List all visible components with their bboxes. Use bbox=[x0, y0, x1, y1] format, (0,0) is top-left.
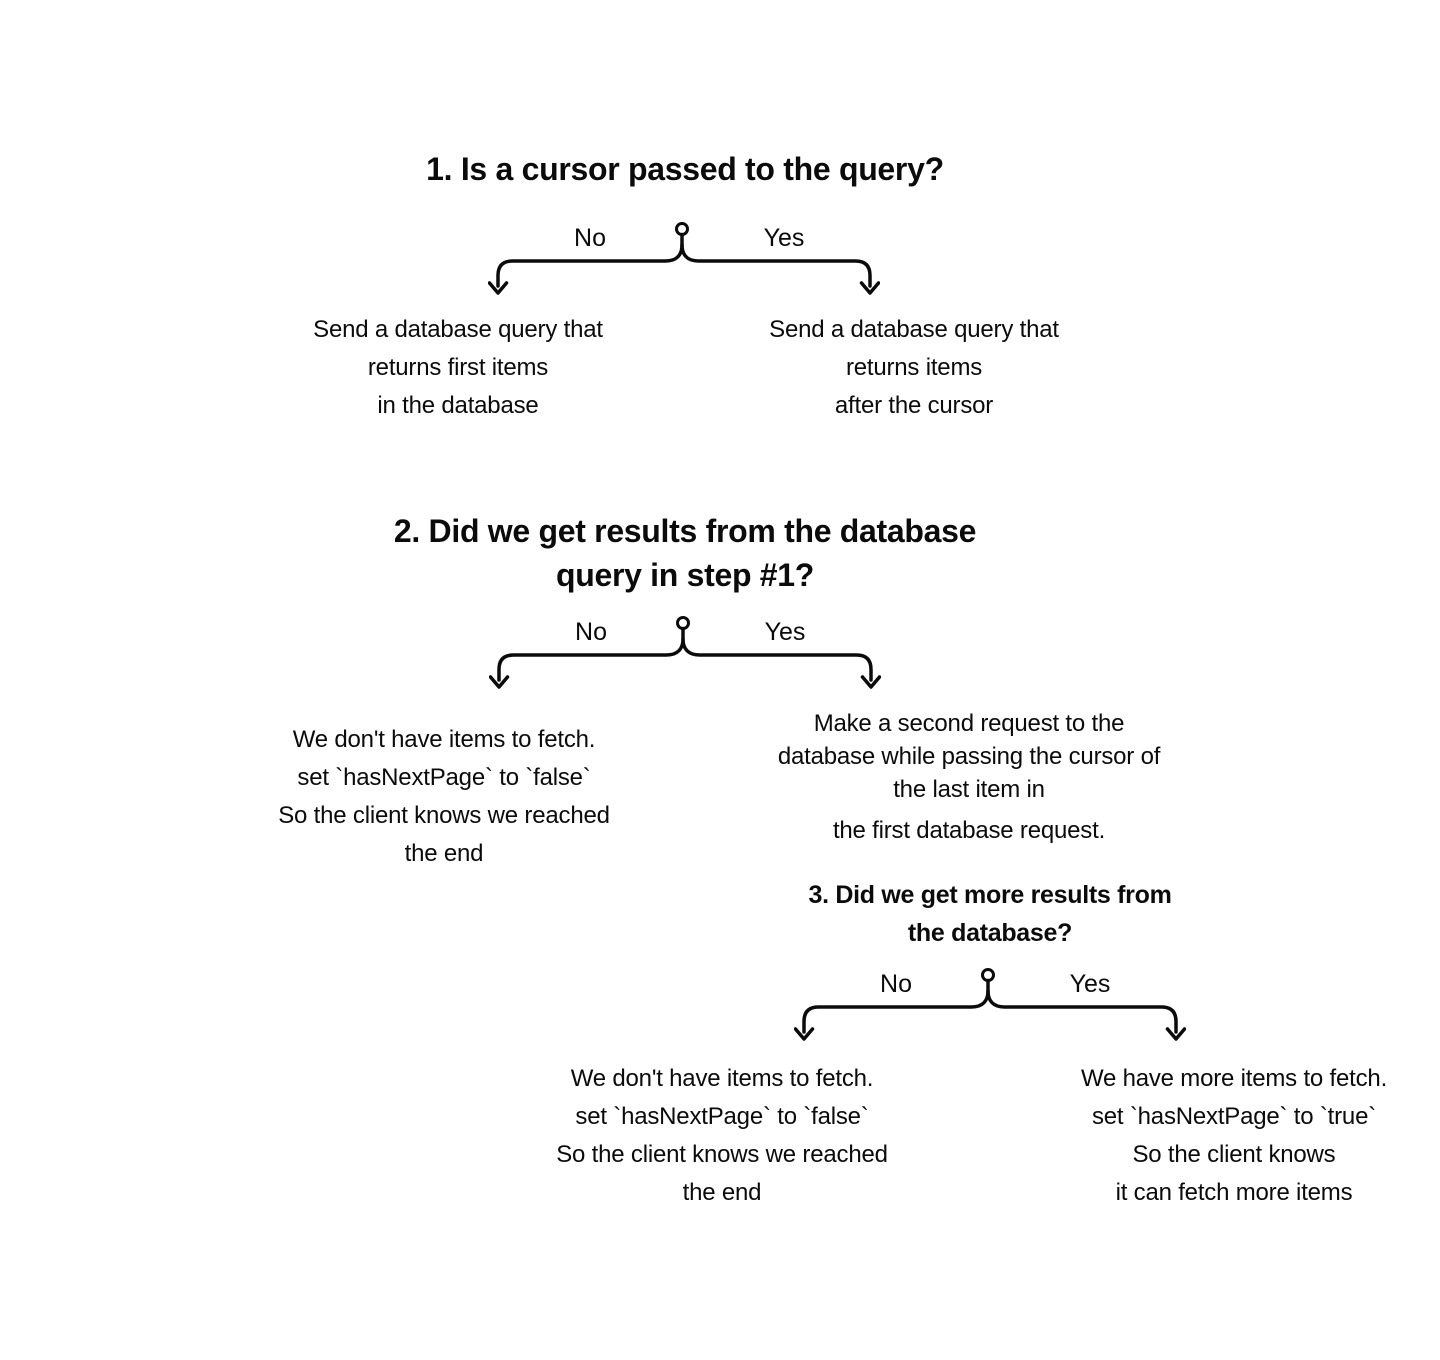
decision-branch-arrows-icon bbox=[488, 222, 880, 295]
yes-arrow-line bbox=[681, 637, 873, 682]
question-line: 1. Is a cursor passed to the query? bbox=[426, 151, 944, 187]
outcome-line: So the client knows bbox=[1132, 1141, 1336, 1168]
outcome-line: the end bbox=[682, 1179, 762, 1206]
outcome-line: So the client knows we reached bbox=[556, 1141, 888, 1168]
step-1-decision-branch: No Yes bbox=[488, 218, 880, 302]
outcome-line: database while passing the cursor of bbox=[777, 743, 1161, 770]
question-line: 2. Did we get results from the database bbox=[393, 513, 977, 549]
outcome-line: the end bbox=[404, 840, 484, 867]
step-3-decision-branch: No Yes bbox=[794, 964, 1186, 1048]
yes-arrow-line bbox=[680, 243, 872, 288]
outcome-line: it can fetch more items bbox=[1115, 1179, 1353, 1206]
outcome-line: set `hasNextPage` to `true` bbox=[1091, 1103, 1377, 1130]
step-2-decision-branch: No Yes bbox=[489, 612, 881, 696]
outcome-line: We don't have items to fetch. bbox=[570, 1065, 874, 1092]
step-3-no-outcome: We don't have items to fetch. set `hasNe… bbox=[462, 1060, 982, 1212]
outcome-line: Make a second request to the bbox=[813, 710, 1125, 737]
outcome-line: Send a database query that bbox=[313, 316, 603, 343]
yes-arrowhead bbox=[860, 675, 881, 689]
outcome-line: after the cursor bbox=[834, 392, 994, 419]
question-line: query in step #1? bbox=[555, 557, 815, 593]
outcome-line: We don't have items to fetch. bbox=[292, 726, 596, 753]
outcome-line: So the client knows we reached bbox=[278, 802, 610, 829]
yes-arrow-line bbox=[986, 989, 1178, 1034]
yes-arrowhead bbox=[1165, 1027, 1186, 1041]
yes-arrowhead bbox=[859, 281, 880, 295]
step-2-question: 2. Did we get results from the database … bbox=[185, 509, 1185, 597]
no-label: No bbox=[575, 618, 607, 646]
outcome-line: the first database request. bbox=[832, 817, 1106, 844]
no-arrowhead bbox=[489, 675, 510, 689]
outcome-line: set `hasNextPage` to `false` bbox=[297, 764, 591, 791]
outcome-line: set `hasNextPage` to `false` bbox=[575, 1103, 869, 1130]
step-3-yes-outcome: We have more items to fetch. set `hasNex… bbox=[974, 1060, 1440, 1212]
question-line: 3. Did we get more results from bbox=[808, 881, 1172, 909]
outcome-line: We have more items to fetch. bbox=[1080, 1065, 1388, 1092]
step-3-question: 3. Did we get more results from the data… bbox=[740, 876, 1240, 952]
step-2-no-outcome: We don't have items to fetch. set `hasNe… bbox=[184, 721, 704, 873]
outcome-line: Send a database query that bbox=[769, 316, 1059, 343]
step-2-yes-outcome: Make a second request to the database wh… bbox=[709, 707, 1229, 847]
outcome-line: returns items bbox=[845, 354, 983, 381]
decision-branch-arrows-icon bbox=[489, 616, 881, 689]
outcome-line: in the database bbox=[377, 392, 539, 419]
question-line: the database? bbox=[907, 919, 1073, 947]
decision-branch-arrows-icon bbox=[794, 968, 1186, 1041]
yes-label: Yes bbox=[763, 224, 805, 252]
outcome-line: the last item in bbox=[893, 776, 1045, 803]
step-1-yes-outcome: Send a database query that returns items… bbox=[654, 311, 1174, 425]
no-arrowhead bbox=[794, 1027, 815, 1041]
yes-label: Yes bbox=[1069, 970, 1111, 998]
yes-label: Yes bbox=[764, 618, 806, 646]
no-label: No bbox=[574, 224, 606, 252]
step-1-question: 1. Is a cursor passed to the query? bbox=[185, 147, 1185, 191]
outcome-line: returns first items bbox=[367, 354, 549, 381]
no-arrowhead bbox=[488, 281, 509, 295]
no-label: No bbox=[880, 970, 912, 998]
step-1-no-outcome: Send a database query that returns first… bbox=[198, 311, 718, 425]
